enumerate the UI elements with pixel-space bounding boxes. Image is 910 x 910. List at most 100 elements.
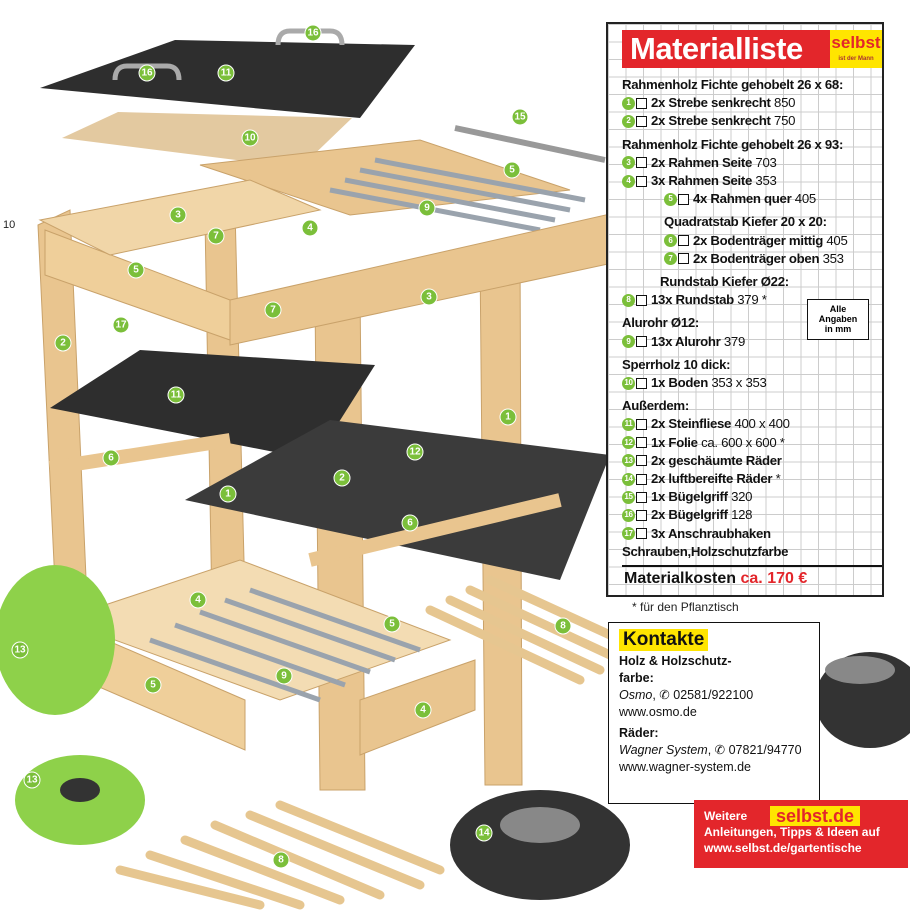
checkbox[interactable] <box>636 491 647 503</box>
checkbox[interactable] <box>678 235 689 247</box>
section-heading: Sperrholz 10 dick: <box>622 356 731 372</box>
checkbox[interactable] <box>636 294 647 306</box>
contact-heading-wheels: Räder: <box>619 726 659 740</box>
item-dimension: 353 <box>755 173 777 189</box>
checkbox[interactable] <box>636 473 647 485</box>
checkbox[interactable] <box>636 528 647 540</box>
item-quantity: 1x Boden <box>651 375 708 391</box>
section-heading: Rahmenholz Fichte gehobelt 26 x 93: <box>622 136 844 152</box>
part-number-badge: 6 <box>664 234 677 248</box>
contact-wagner-url[interactable]: www.wagner-system.de <box>619 760 751 774</box>
item-quantity: 2x luftbereifte Räder <box>651 471 773 487</box>
callout: 2 <box>54 334 72 352</box>
part-number-badge: 16 <box>622 509 635 523</box>
contact-osmo-url[interactable]: www.osmo.de <box>619 705 697 719</box>
frame-top-back <box>199 139 571 216</box>
callout: 4 <box>414 701 432 719</box>
callout: 6 <box>102 449 120 467</box>
part-number-badge: 10 <box>622 376 635 390</box>
promo-banner: selbst.de Weitere Anleitungen, Tipps & I… <box>694 800 908 868</box>
foil-12 <box>185 420 610 580</box>
checkbox[interactable] <box>636 116 647 127</box>
item-dimension: 128 <box>731 507 753 523</box>
callout: 16 <box>138 64 156 82</box>
contact-heading-wood-2: farbe: <box>619 671 654 685</box>
alu-rods-bottom <box>149 587 421 703</box>
item-dimension: 405 <box>794 191 816 207</box>
callout: 9 <box>275 667 293 685</box>
part-number-badge: 1 <box>622 96 635 110</box>
frame-3-side <box>229 204 651 346</box>
callout: 3 <box>169 206 187 224</box>
part-number-badge: 11 <box>622 418 635 432</box>
dowels-right <box>425 575 615 685</box>
callout: 6 <box>401 514 419 532</box>
item-quantity: 2x Steinfliese <box>651 416 732 432</box>
part-number-badge: 9 <box>622 335 635 349</box>
item-quantity: 2x Rahmen Seite <box>651 154 753 170</box>
checkbox[interactable] <box>678 253 689 265</box>
contact-heading-wood: Holz & Holzschutz- <box>619 654 732 668</box>
callout: 4 <box>189 591 207 609</box>
part-number-badge: 5 <box>664 192 677 206</box>
part-number-badge: 4 <box>622 174 635 188</box>
promo-url[interactable]: www.selbst.de/gartentische <box>704 841 862 855</box>
callout: 7 <box>264 301 282 319</box>
floor-support-6-left <box>48 433 232 475</box>
callout: 8 <box>554 617 572 635</box>
divider <box>622 565 882 567</box>
item-quantity: 13x Alurohr <box>651 333 721 349</box>
checkbox[interactable] <box>636 377 647 389</box>
callout: 12 <box>406 443 424 461</box>
checkbox[interactable] <box>636 455 647 467</box>
item-quantity: 2x Strebe senkrecht <box>651 113 771 129</box>
checkbox[interactable] <box>636 175 647 187</box>
selbst-de-logo: selbst.de <box>770 806 861 826</box>
promo-line: Weitere <box>704 809 748 823</box>
wheel-13-left <box>0 565 115 715</box>
part-number-badge: 3 <box>622 156 635 170</box>
wheel-14-bottom <box>450 790 630 900</box>
item-dimension: 405 <box>826 232 848 248</box>
item-dimension: 703 <box>755 154 777 170</box>
checkbox[interactable] <box>636 336 647 348</box>
item-dimension: ca. 600 x 600 * <box>701 434 785 450</box>
callout: 15 <box>511 108 529 126</box>
stone-tile-middle <box>50 350 375 460</box>
dowels-bottom <box>115 800 445 910</box>
callout: 1 <box>499 408 517 426</box>
checkbox[interactable] <box>636 97 647 109</box>
callout: 10 <box>241 129 259 147</box>
part-number-badge: 15 <box>622 490 635 504</box>
item-dimension: 379 * <box>737 292 767 308</box>
checkbox[interactable] <box>636 157 647 169</box>
part-number-badge: 7 <box>664 252 677 266</box>
item-dimension: 750 <box>774 113 796 129</box>
checkbox[interactable] <box>636 437 647 449</box>
callout: 13 <box>23 771 41 789</box>
item-quantity: 1x Bügelgriff <box>651 489 728 505</box>
checkbox[interactable] <box>636 510 647 522</box>
item-quantity: 2x Bodenträger mittig <box>693 232 823 248</box>
contact-wagner: Wagner System, ✆ 07821/94770 <box>619 743 802 757</box>
material-item: 3 2x Rahmen Seite 703 <box>622 154 884 172</box>
contacts-panel: Kontakte Holz & Holzschutz- farbe: Osmo,… <box>608 622 820 804</box>
alu-rods-top <box>329 157 586 233</box>
checkbox[interactable] <box>636 419 647 431</box>
handle-15 <box>454 125 606 163</box>
checkbox[interactable] <box>678 193 689 205</box>
